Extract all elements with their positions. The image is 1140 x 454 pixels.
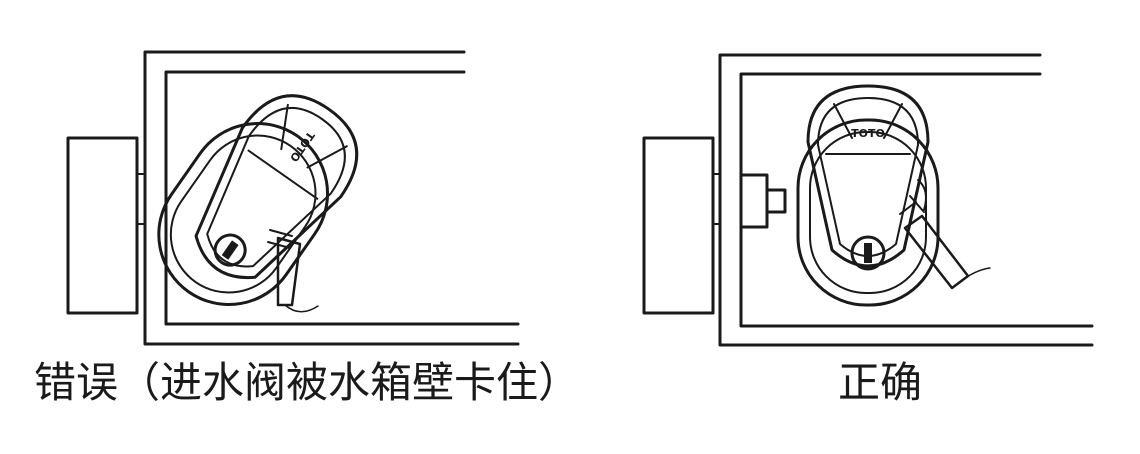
wrong-panel: TOTO [66, 50, 520, 346]
valve-float-cup [157, 122, 330, 306]
valve-adjust-dial [213, 233, 247, 267]
valve-brand-text: TOTO [851, 127, 885, 140]
correct-panel: TOTO [642, 53, 1094, 347]
supply-nut-block [642, 136, 715, 315]
valve-body [806, 84, 930, 268]
valve-adjust-dial [850, 235, 886, 271]
fill-valve-upright: TOTO [796, 84, 940, 307]
tank-outer-wall [718, 53, 1094, 347]
caption-correct: 正确 [838, 358, 923, 407]
refill-tube [276, 236, 302, 307]
supply-nut-block [66, 136, 139, 315]
tank-outer-wall [143, 50, 520, 346]
shank-nut [739, 173, 769, 229]
valve-body [194, 94, 359, 280]
tank-inner-wall [164, 70, 520, 326]
valve-float-cup [796, 118, 940, 307]
fill-valve-tilted: TOTO [157, 94, 359, 306]
caption-wrong: 错误（进水阀被水箱壁卡住） [34, 358, 581, 407]
